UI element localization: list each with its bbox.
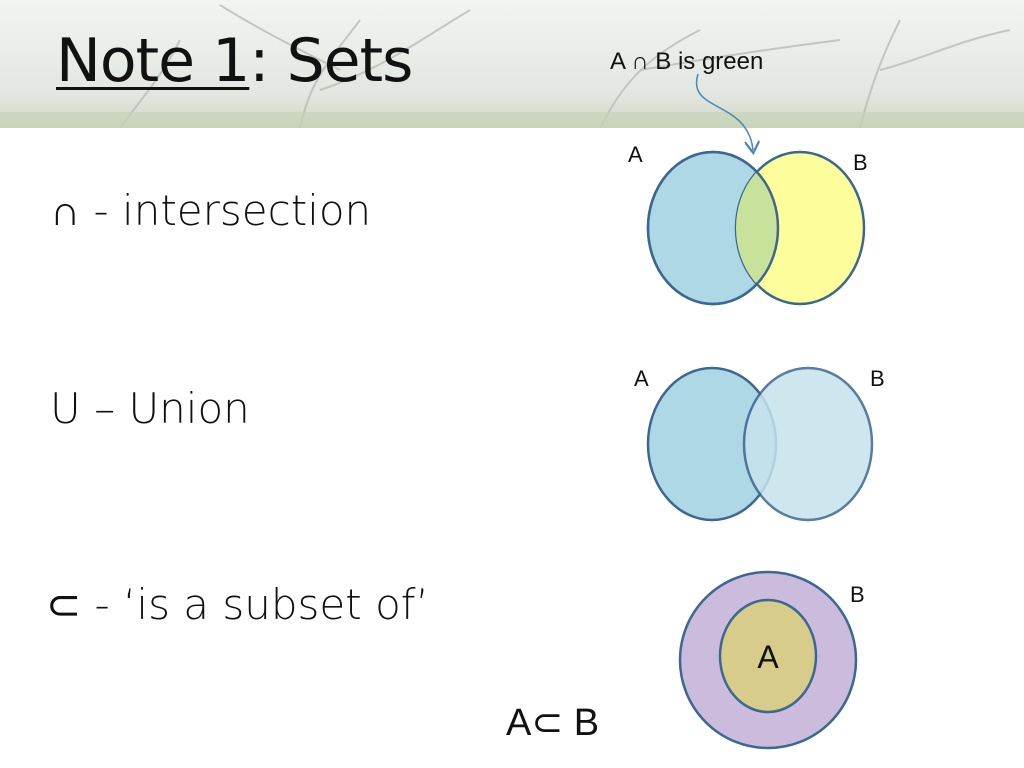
intersection-label-a: A [628,142,643,167]
title-underlined: Note 1 [56,26,250,96]
union-label-a: A [634,366,649,391]
header-banner [0,0,1024,128]
intersection-label-b: B [853,150,868,175]
union-label: U – Union [50,384,250,433]
union-diagram: A B [634,366,885,522]
annotation-arrow [695,73,753,150]
subset-label: ⊂ - ‘is a subset of’ [46,580,429,629]
intersection-set-a-outline [646,150,780,306]
slide-title: Note 1: Sets [56,26,413,96]
intersection-overlap-region [736,152,778,304]
subset-label-b: B [850,582,865,607]
title-rest: : Sets [249,26,413,96]
subset-diagram: B A [678,570,865,750]
intersection-annotation: A ∩ B is green [610,48,764,75]
subset-label-a: A [757,639,779,675]
intersection-label: ∩ - intersection [50,186,372,235]
subset-example: A⊂ B [506,702,600,744]
union-set-b-circle [742,366,874,522]
subset-inner-circle [718,598,818,714]
union-label-b: B [870,366,885,391]
intersection-diagram: A B [628,142,868,306]
